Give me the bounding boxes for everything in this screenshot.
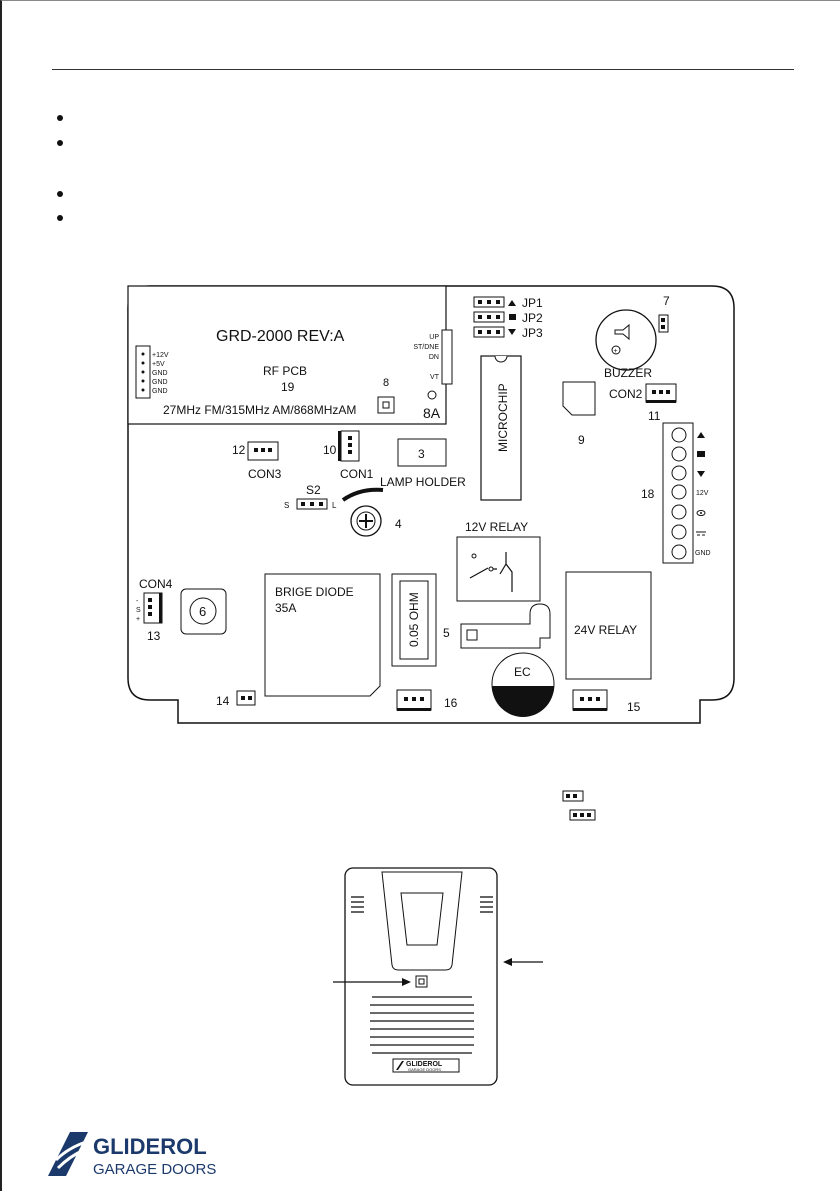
- rf-side-up: UP: [429, 334, 439, 341]
- label-con3: CON3: [248, 467, 282, 481]
- label-12v-relay: 12V RELAY: [465, 520, 528, 534]
- label-15: 15: [627, 700, 641, 714]
- label-s2: S2: [306, 483, 321, 497]
- jumper-jp2: JP2: [473, 311, 543, 325]
- svg-text:JP2: JP2: [522, 311, 543, 325]
- label-lamp-holder: LAMP HOLDER: [380, 475, 466, 489]
- label-16: 16: [444, 696, 458, 710]
- svg-text:+: +: [614, 348, 618, 355]
- lamp-holder-3: [397, 438, 447, 467]
- jumper-icon-1: [562, 790, 584, 802]
- label-11: 11: [648, 409, 661, 423]
- jumper-7: [658, 314, 669, 333]
- label-bridge-diode: BRIGE DIODE: [275, 585, 354, 599]
- label-18: 18: [641, 487, 655, 501]
- rf-name: RF PCB: [263, 364, 307, 378]
- connector-14: [236, 690, 256, 706]
- rf-number: 19: [281, 380, 295, 394]
- remote-window-inner: [400, 892, 444, 946]
- relay-24v: [565, 571, 652, 680]
- rf-side-stdne: ST/DNE: [413, 344, 439, 351]
- label-14: 14: [216, 694, 230, 708]
- rf-pin-label-4: GND: [152, 379, 168, 386]
- rf-pin-label-3: GND: [152, 370, 168, 377]
- gliderol-logo: GLIDEROL GARAGE DOORS: [48, 1132, 216, 1178]
- bullet-4: [57, 215, 63, 221]
- led-8a: [427, 390, 437, 400]
- remote-brand: GLIDEROL: [406, 1061, 443, 1068]
- label-5: 5: [443, 626, 450, 640]
- svg-text:-: -: [136, 598, 139, 605]
- rf-pin-label-2: +5V: [152, 361, 165, 368]
- logo-brand: GLIDEROL: [93, 1134, 207, 1159]
- label-8a: 8A: [423, 405, 441, 421]
- label-6: 6: [199, 604, 206, 619]
- part-5: [460, 603, 551, 649]
- label-3: 3: [418, 447, 425, 461]
- label-s2-s: S: [284, 501, 289, 510]
- rf-pin-label-5: GND: [152, 388, 168, 395]
- label-9: 9: [578, 433, 585, 447]
- remote-vent-left: [351, 896, 364, 913]
- rf-side-header: [441, 329, 453, 385]
- arrow-to-button: [333, 978, 411, 986]
- label-13: 13: [147, 629, 161, 643]
- remote-vent-right: [480, 896, 493, 913]
- rf-side-dn: DN: [429, 354, 439, 361]
- label-ec: EC: [514, 665, 531, 679]
- logo-sub: GARAGE DOORS: [93, 1161, 216, 1178]
- svg-text:JP3: JP3: [522, 326, 543, 340]
- label-8: 8: [383, 377, 389, 389]
- microchip: [480, 355, 522, 501]
- label-12: 12: [232, 443, 246, 457]
- label-gnd-terminal: GND: [695, 550, 711, 557]
- buzzer: [595, 309, 657, 371]
- svg-text:+: +: [136, 616, 140, 623]
- gliderol-logo-mark: [48, 1132, 88, 1176]
- bullet-3: [57, 191, 63, 197]
- label-s2-l: L: [332, 501, 337, 510]
- label-con1: CON1: [340, 467, 374, 481]
- label-12v-terminal: 12V: [696, 490, 709, 497]
- label-7: 7: [663, 294, 670, 308]
- label-microchip: MICROCHIP: [496, 383, 510, 452]
- rf-side-vt: VT: [430, 374, 440, 381]
- label-24v-relay: 24V RELAY: [574, 623, 637, 637]
- header-rule: [52, 69, 794, 70]
- label-con4: CON4: [139, 577, 173, 591]
- remote-grille: [370, 996, 474, 1054]
- remote-sub: GARAGE DOORS: [408, 1067, 441, 1072]
- rf-frequency: 27MHz FM/315MHz AM/868MHzAM: [163, 403, 356, 417]
- label-4: 4: [395, 517, 402, 531]
- jumper-jp3: JP3: [473, 326, 543, 340]
- label-con2: CON2: [609, 387, 643, 401]
- remote-logo-badge: [392, 1058, 460, 1073]
- relay-12v: [456, 536, 541, 602]
- bullet-2: [57, 140, 63, 146]
- label-10: 10: [323, 443, 337, 457]
- svg-text:S: S: [136, 607, 141, 614]
- rf-title: GRD-2000 REV:A: [216, 328, 345, 345]
- pot-arc: [341, 487, 384, 502]
- label-35a: 35A: [275, 601, 296, 615]
- jumper-icon-2: [569, 809, 596, 821]
- arrow-to-case: [503, 958, 543, 966]
- bridge-diode: [264, 573, 381, 697]
- rf-pin-label-1: +12V: [152, 352, 169, 359]
- label-resistor: 0.05 OHM: [407, 592, 421, 647]
- svg-text:JP1: JP1: [522, 296, 543, 310]
- rf-pin-dots: [141, 352, 145, 392]
- jumper-jp1: JP1: [473, 296, 543, 310]
- label-buzzer: BUZZER: [604, 366, 652, 380]
- bullet-1: [57, 115, 63, 121]
- part-9: [562, 381, 596, 416]
